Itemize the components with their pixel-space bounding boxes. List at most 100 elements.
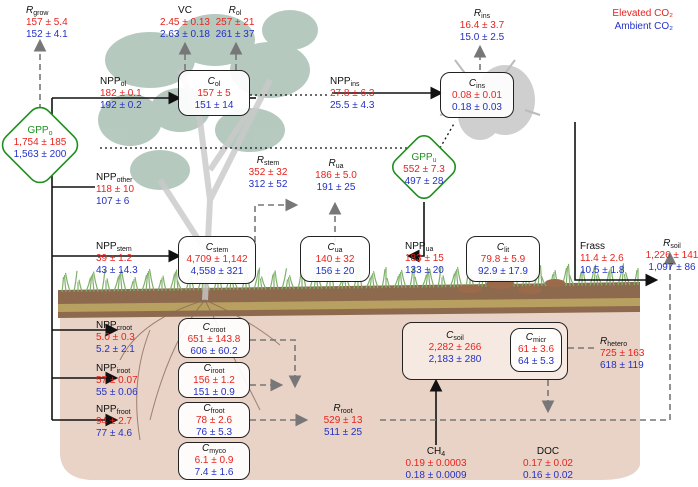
value-c-lit-ambient: 92.9 ± 17.9	[478, 266, 528, 277]
leaf-litter-illustration	[458, 279, 565, 294]
box-c-ol	[178, 70, 250, 116]
value-doc-elevated: 0.17 ± 0.02	[523, 458, 573, 469]
box-c-micr	[510, 328, 562, 372]
value-gpp-u-elevated: 552 ± 7.3	[403, 164, 445, 175]
label-npp-froot-sub: froot	[116, 409, 131, 416]
value-r-grow-elevated: 157 ± 5.4	[26, 17, 68, 28]
label-r-ol-sub: ol	[235, 10, 242, 17]
value-ch4-ambient: 0.18 ± 0.0009	[405, 470, 467, 481]
value-ch4-elevated: 0.19 ± 0.0003	[405, 458, 467, 469]
label-c-myco: Cmyco	[202, 443, 226, 455]
legend-ambient: Ambient CO₂	[614, 21, 673, 32]
label-c-ol: Col	[208, 76, 221, 88]
value-npp-other-ambient: 107 ± 6	[96, 196, 130, 207]
value-npp-other-elevated: 118 ± 10	[96, 184, 135, 195]
label-c-iroot-sub: iroot	[210, 368, 225, 375]
value-r-ins-ambient: 15.0 ± 2.5	[459, 32, 505, 43]
label-c-froot-name: C	[203, 403, 211, 414]
label-npp-iroot-sub: iroot	[116, 368, 131, 375]
value-c-micr-elevated: 61 ± 3.6	[517, 344, 555, 355]
box-c-ins	[440, 72, 514, 118]
value-r-ol-ambient: 261 ± 37	[215, 29, 255, 40]
label-npp-iroot: NPPiroot	[96, 363, 131, 375]
box-c-myco	[178, 442, 250, 480]
value-gpp-u-ambient: 497 ± 28	[404, 176, 444, 187]
label-c-myco-name: C	[202, 443, 210, 454]
label-c-iroot-name: C	[203, 363, 211, 374]
value-frass-ambient: 10.5 ± 1.8	[580, 265, 625, 276]
label-r-ol-name: R	[228, 5, 236, 16]
label-gpp-o-sub: o	[48, 130, 53, 137]
label-r-ol: Rol	[228, 5, 242, 17]
value-gpp-o-ambient: 1,563 ± 200	[13, 149, 67, 160]
label-npp-stem: NPPstem	[96, 241, 132, 253]
label-npp-croot: NPPcroot	[96, 320, 132, 332]
value-r-soil-ambient: 1,097 ± 86	[648, 262, 696, 273]
gpp-overstory-diamond	[1, 106, 79, 184]
value-npp-froot-ambient: 77 ± 4.6	[96, 428, 133, 439]
value-c-ua-elevated: 140 ± 32	[315, 254, 355, 265]
value-c-iroot-ambient: 151 ± 0.9	[193, 387, 235, 398]
label-r-ua-sub: ua	[335, 163, 344, 170]
label-frass: Frass	[580, 241, 605, 252]
gpp-understory-diamond	[391, 134, 457, 200]
label-npp-ins: NPPins	[330, 76, 360, 88]
label-r-root: Rroot	[333, 403, 352, 415]
value-c-stem-elevated: 4,709 ± 1,142	[186, 254, 248, 265]
value-r-soil-elevated: 1,226 ± 141	[645, 250, 698, 261]
label-vc: VC	[178, 5, 192, 16]
box-c-croot	[178, 318, 250, 358]
label-npp-stem-sub: stem	[116, 246, 132, 253]
label-npp-croot-name: NPP	[96, 320, 117, 331]
label-npp-froot: NPPfroot	[96, 404, 131, 416]
label-c-croot: Ccroot	[203, 322, 226, 334]
value-npp-stem-elevated: 39 ± 1.2	[96, 253, 133, 264]
box-c-iroot	[178, 362, 250, 398]
label-c-croot-sub: croot	[209, 327, 226, 334]
value-c-ol-ambient: 151 ± 14	[194, 100, 234, 111]
value-r-ins-elevated: 16.4 ± 3.7	[459, 20, 505, 31]
value-npp-croot-ambient: 5.2 ± 2.1	[96, 344, 135, 355]
label-doc: DOC	[537, 446, 559, 457]
label-ch4-sub: 4	[441, 451, 446, 458]
value-r-hetero-elevated: 725 ± 163	[600, 348, 645, 359]
value-npp-ins-ambient: 25.5 ± 4.3	[330, 100, 375, 111]
label-c-ins-sub: ins	[476, 83, 486, 90]
label-c-ol-sub: ol	[214, 81, 221, 88]
value-doc-ambient: 0.16 ± 0.02	[523, 470, 573, 481]
value-npp-ol-elevated: 182 ± 0.1	[100, 88, 142, 99]
value-npp-ua-ambient: 133 ± 20	[405, 265, 444, 276]
label-r-ua-name: R	[328, 158, 336, 169]
respiration-arrows	[33, 38, 677, 427]
label-r-ins-name: R	[473, 8, 482, 19]
value-npp-ins-elevated: 27.8 ± 6.3	[330, 88, 375, 99]
label-r-stem-sub: stem	[264, 160, 280, 167]
value-r-ua-ambient: 191 ± 25	[316, 182, 356, 193]
value-c-myco-ambient: 7.4 ± 1.6	[194, 467, 234, 478]
value-npp-croot-elevated: 5.0 ± 0.3	[96, 332, 135, 343]
label-r-stem-name: R	[256, 155, 265, 166]
value-r-root-ambient: 511 ± 25	[323, 427, 363, 438]
value-c-ins-elevated: 0.08 ± 0.01	[452, 90, 502, 101]
value-c-ua-ambient: 156 ± 20	[315, 266, 355, 277]
label-npp-ol-name: NPP	[100, 76, 121, 87]
label-npp-ol: NPPol	[100, 76, 126, 88]
label-npp-ins-sub: ins	[350, 81, 360, 88]
label-c-stem: Cstem	[206, 242, 228, 254]
label-r-stem: Rstem	[256, 155, 280, 167]
label-c-iroot: Ciroot	[203, 363, 225, 375]
value-gpp-o-elevated: 1,754 ± 185	[13, 137, 67, 148]
box-c-lit	[466, 236, 540, 282]
box-c-froot	[178, 402, 250, 438]
box-c-ua	[300, 236, 370, 282]
label-c-lit: Clit	[497, 242, 509, 254]
label-r-hetero: Rhetero	[600, 336, 627, 348]
value-npp-ua-elevated: 183 ± 15	[405, 253, 444, 264]
value-r-stem-ambient: 312 ± 52	[248, 179, 288, 190]
label-r-grow-sub: grow	[33, 10, 49, 17]
value-c-froot-elevated: 78 ± 2.6	[195, 415, 233, 426]
value-c-froot-ambient: 76 ± 5.3	[195, 427, 233, 438]
label-npp-ins-name: NPP	[330, 76, 351, 87]
value-c-micr-ambient: 64 ± 5.3	[517, 356, 555, 367]
